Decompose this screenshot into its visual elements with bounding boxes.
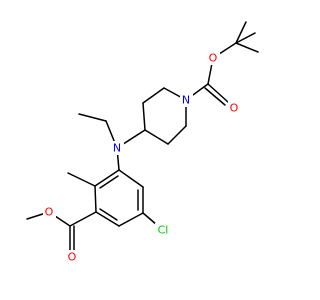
aromatic-inner-bond [99, 208, 118, 221]
chlorine-atom: Cl [155, 223, 172, 237]
carbonyl-double-bond [207, 83, 229, 103]
piperidine-bond [144, 129, 169, 145]
aromatic-bond [94, 185, 97, 213]
piperidine-bond [142, 102, 146, 131]
aromatic-inner-bond [99, 175, 119, 189]
aromatic-bond [95, 211, 120, 227]
molecule-structure-diagram: O O N N O O Cl [26, 21, 259, 264]
boc-ester-oxygen-atom: O [207, 51, 220, 65]
ester-carbonyl-oxygen-atom: O [66, 250, 79, 264]
piperidine-bond [167, 125, 187, 145]
boc-carbonyl-oxygen-atom: O [228, 101, 241, 115]
chlorine-label: Cl [158, 224, 169, 237]
piperidine-nitrogen-atom: N [180, 93, 193, 107]
oxygen-label: O [68, 251, 77, 264]
oxygen-label: O [209, 52, 218, 65]
bond-layer [26, 21, 259, 251]
ethyl-bond [78, 113, 107, 122]
chloro-bond [142, 212, 158, 226]
tbutyl-bond [235, 42, 259, 53]
ester-bond [69, 211, 97, 227]
aromatic-bond [118, 212, 144, 227]
methyl-bond [67, 172, 96, 187]
carbonyl-double-bond [204, 87, 226, 106]
oxygen-label: O [230, 102, 239, 115]
nitrogen-label: N [113, 142, 121, 155]
tbutyl-bond [235, 32, 256, 44]
nitrogen-label: N [182, 94, 190, 107]
aromatic-bond [118, 169, 144, 188]
oxygen-label: O [45, 206, 54, 219]
atom-label-layer: O O N N O O Cl [43, 51, 241, 264]
aromatic-bond [94, 169, 120, 187]
tbutyl-bond [235, 21, 247, 44]
methyl-ester-oxygen-atom: O [43, 205, 56, 219]
amine-nitrogen-atom: N [111, 141, 124, 155]
piperidine-bond [142, 87, 165, 104]
